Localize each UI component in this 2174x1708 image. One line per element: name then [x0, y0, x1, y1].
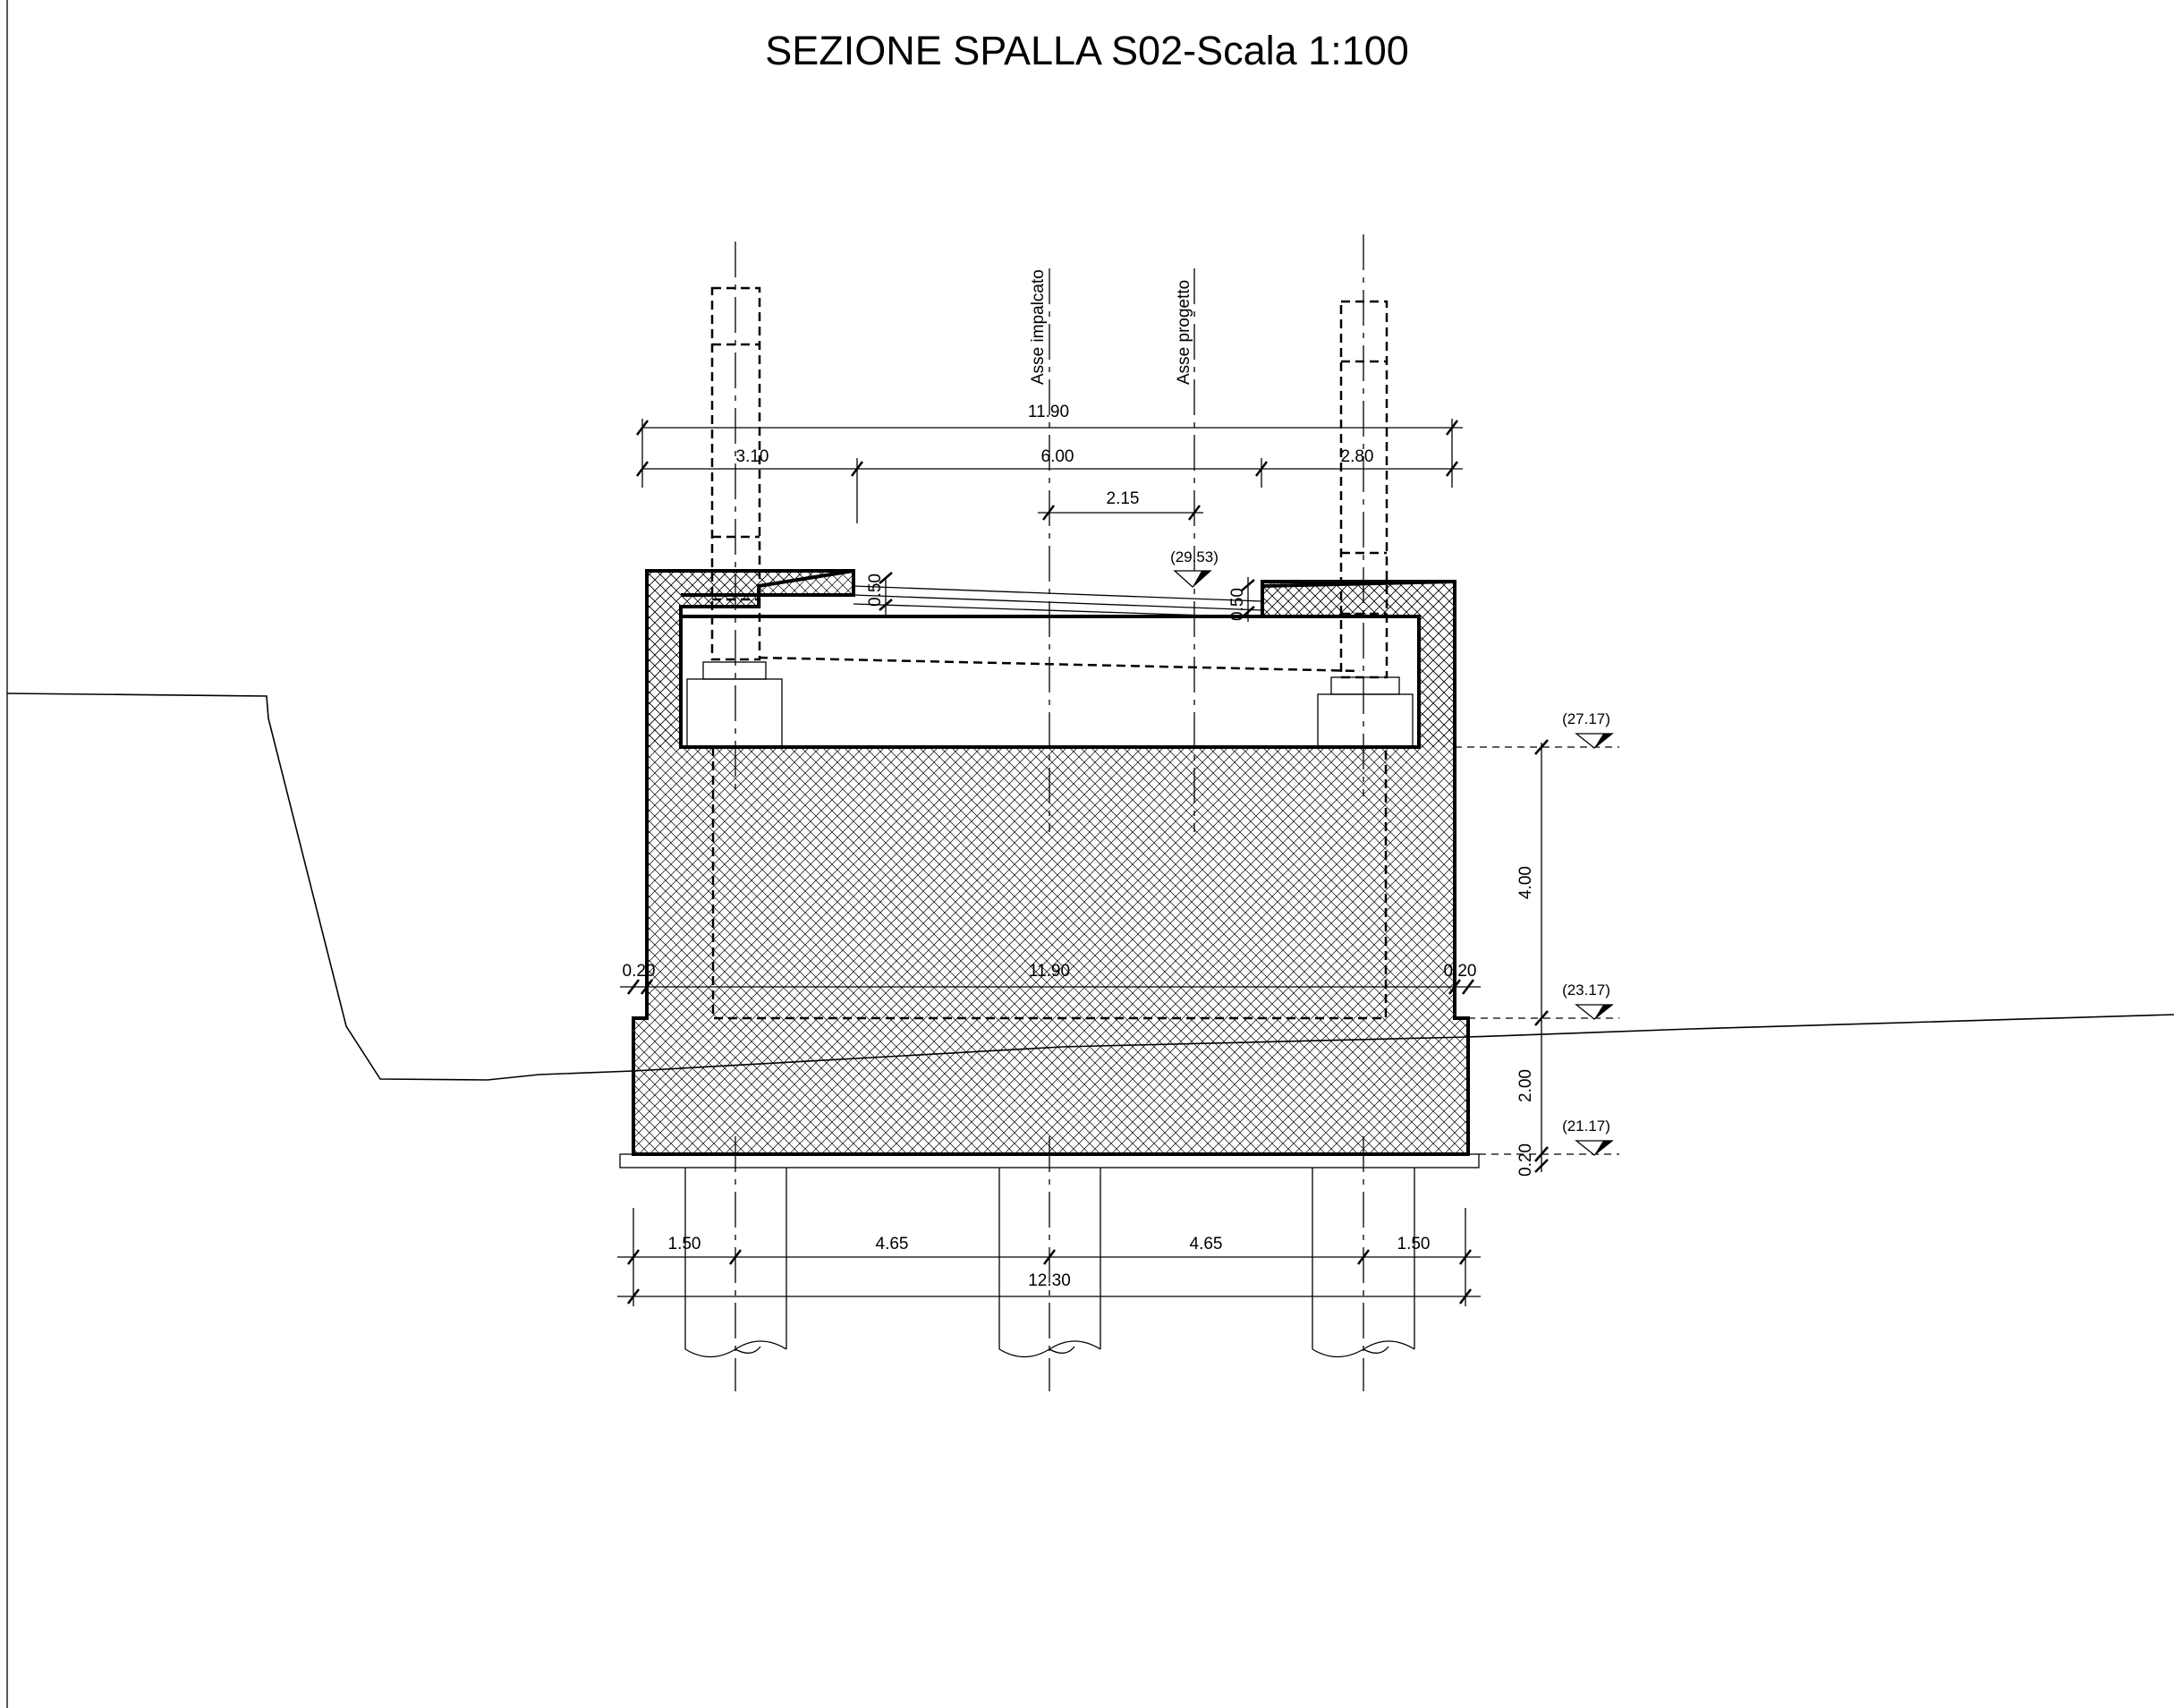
dim-base-total: 12.30	[1028, 1271, 1071, 1290]
dim-top-left: 3.10	[736, 447, 769, 466]
dim-piles-span-2: 4.65	[1190, 1235, 1223, 1253]
axis-label-impalcato: Asse impalcato	[1029, 269, 1048, 385]
dim-top-total: 11.90	[1028, 403, 1069, 421]
dim-top-right: 2.80	[1341, 447, 1374, 466]
seat-cavity	[645, 569, 1456, 749]
level-marker-base	[1575, 1140, 1614, 1156]
dimension-slab	[879, 572, 1255, 622]
level-marker-top-wall	[1575, 733, 1614, 749]
dim-mid-right: 0.20	[1444, 962, 1477, 981]
level-mid: (23.17)	[1562, 981, 1610, 998]
dimension-mid	[620, 979, 1481, 995]
dimension-top	[636, 419, 1463, 523]
level-top-wall: (27.17)	[1562, 710, 1610, 727]
dim-mid-left: 0.20	[623, 962, 656, 981]
level-marker-mid	[1575, 1004, 1614, 1020]
dim-height-upper: 4.00	[1516, 866, 1535, 899]
dim-lean-concrete: 0.20	[1516, 1143, 1535, 1177]
column-left	[710, 286, 761, 661]
drawing-title: SEZIONE SPALLA S02-Scala 1:100	[765, 28, 1409, 73]
dim-height-lower: 2.00	[1516, 1069, 1535, 1102]
dimension-bottom	[617, 1208, 1481, 1306]
dim-top-center: 6.00	[1041, 447, 1074, 466]
dim-slab-left: 0.50	[866, 574, 885, 607]
dim-mid-total: 11.90	[1029, 962, 1070, 981]
level-marker-deck	[1173, 570, 1212, 588]
dim-axis-offset: 2.15	[1107, 489, 1140, 508]
dim-slab-right: 0.50	[1228, 588, 1247, 621]
dim-piles-right: 1.50	[1397, 1235, 1431, 1253]
level-deck: (29.53)	[1170, 548, 1219, 565]
bearings	[686, 661, 1414, 748]
dim-piles-left: 1.50	[668, 1235, 701, 1253]
dim-piles-span-1: 4.65	[876, 1235, 909, 1253]
piles	[684, 1168, 1415, 1358]
axis-label-progetto: Asse progetto	[1175, 280, 1193, 385]
center-lines	[735, 234, 1364, 1391]
level-base: (21.17)	[1562, 1117, 1610, 1134]
dimension-vertical-right	[1455, 739, 1619, 1173]
ground-profile	[6, 693, 2174, 1081]
